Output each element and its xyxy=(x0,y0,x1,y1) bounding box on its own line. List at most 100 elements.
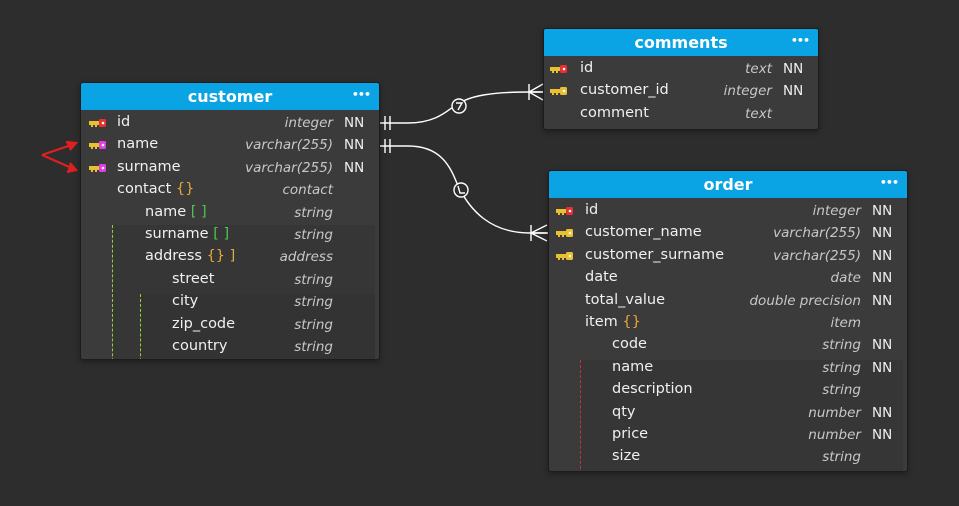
cardinality-optional-line xyxy=(456,102,464,111)
not-null-flag: NN xyxy=(783,61,804,77)
column-bracket: {} xyxy=(175,181,195,198)
column-type: varchar(255) xyxy=(245,159,333,176)
column-name: city xyxy=(172,293,199,310)
table-header[interactable]: customer ••• xyxy=(81,83,379,110)
column-name: surname [ ] xyxy=(145,225,230,242)
table-menu-icon[interactable]: ••• xyxy=(790,34,810,47)
primary-key-icon xyxy=(89,119,106,127)
column-name: surname xyxy=(117,158,181,175)
cardinality-optional-line xyxy=(457,185,465,194)
column-type: string xyxy=(294,294,333,311)
column-name: size xyxy=(612,448,641,465)
column-type: date xyxy=(830,270,861,287)
cardinality-optional-circle xyxy=(453,182,469,198)
cardinality-one-mark xyxy=(384,139,391,153)
column-name: name xyxy=(612,358,654,375)
column-bracket: [ ] xyxy=(190,203,207,220)
column-type: string xyxy=(294,338,333,355)
column-name: comment xyxy=(580,104,649,121)
not-null-flag: NN xyxy=(344,137,365,154)
column-type: string xyxy=(294,226,333,243)
column-name: name xyxy=(117,136,159,153)
column-name: name [ ] xyxy=(145,203,207,220)
table-title: order xyxy=(703,175,753,194)
column-type: address xyxy=(279,249,333,266)
not-null-flag: NN xyxy=(344,159,365,176)
column-row[interactable]: name string NN xyxy=(549,357,907,379)
column-type: integer xyxy=(284,115,333,131)
column-row[interactable]: name [ ]string xyxy=(81,202,379,224)
column-row[interactable]: surname [ ] string xyxy=(81,224,379,246)
column-row[interactable]: item {}item xyxy=(549,312,907,334)
column-name: customer_surname xyxy=(585,246,725,263)
table-title: comments xyxy=(634,33,728,52)
column-type: varchar(255) xyxy=(773,225,861,242)
red-arrow-annotation xyxy=(41,140,79,174)
column-type: string xyxy=(822,359,861,376)
column-name: id xyxy=(585,202,599,218)
column-name: qty xyxy=(612,403,636,420)
not-null-flag: NN xyxy=(783,83,804,100)
crowfoot-many-mark xyxy=(529,224,548,242)
column-row[interactable]: price number NN xyxy=(549,424,907,446)
column-bracket: {} xyxy=(622,313,641,330)
not-null-flag: NN xyxy=(872,359,893,376)
unique-key-icon xyxy=(89,163,106,172)
not-null-flag: NN xyxy=(872,270,893,287)
not-null-flag: NN xyxy=(872,247,893,264)
column-row[interactable]: customer_surname varchar(255) NN xyxy=(549,245,907,267)
column-name: price xyxy=(612,425,649,442)
column-row[interactable]: name varchar(255) NN xyxy=(81,134,379,156)
column-type: number xyxy=(808,426,861,443)
unique-key-icon xyxy=(89,141,106,150)
column-type: varchar(255) xyxy=(245,137,333,154)
column-row[interactable]: surname varchar(255) NN xyxy=(81,157,379,179)
column-row[interactable]: comment text xyxy=(544,103,818,125)
column-row[interactable]: contact {}contact xyxy=(81,179,379,201)
cardinality-optional-circle xyxy=(451,98,467,114)
not-null-flag: NN xyxy=(872,225,893,242)
table-header[interactable]: comments ••• xyxy=(544,29,818,56)
column-type: text xyxy=(745,61,772,77)
table-menu-icon[interactable]: ••• xyxy=(351,88,371,101)
column-type: text xyxy=(745,105,772,122)
column-row[interactable]: id text NN xyxy=(544,58,818,80)
nested-item-block xyxy=(581,360,903,471)
not-null-flag: NN xyxy=(872,426,893,443)
column-bracket: {} ] xyxy=(206,248,236,265)
column-name: id xyxy=(580,60,594,76)
column-name: zip_code xyxy=(172,315,236,332)
column-row[interactable]: city string xyxy=(81,291,379,313)
column-type: integer xyxy=(812,203,861,219)
table-menu-icon[interactable]: ••• xyxy=(879,176,899,189)
column-name: customer_id xyxy=(580,82,669,99)
column-row[interactable]: country string xyxy=(81,336,379,358)
column-name: country xyxy=(172,337,228,354)
table-header[interactable]: order ••• xyxy=(549,171,907,198)
column-name: street xyxy=(172,270,215,287)
column-row[interactable]: address {} ]address xyxy=(81,246,379,268)
primary-key-icon xyxy=(550,65,567,73)
foreign-key-icon xyxy=(556,251,573,260)
crowfoot-many-mark xyxy=(527,83,544,101)
column-type: varchar(255) xyxy=(773,247,861,264)
column-name: item {} xyxy=(585,313,641,330)
